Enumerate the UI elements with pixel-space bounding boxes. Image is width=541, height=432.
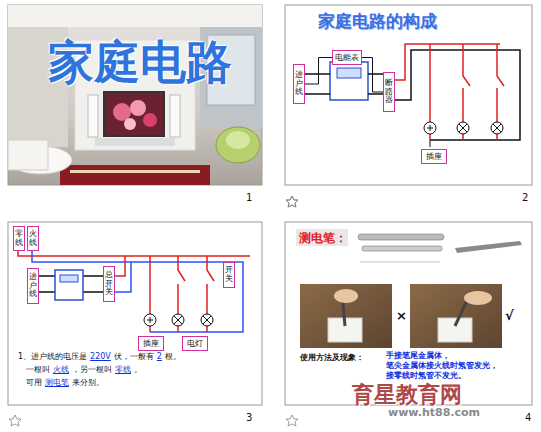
label-box-vertical: 总开关 — [103, 266, 115, 302]
answer-blank: 2 — [154, 352, 165, 361]
label-box-vertical: 零线 — [13, 226, 25, 251]
pen-heading: 测电笔： — [299, 230, 347, 247]
watermark: 育星教育网 — [352, 380, 462, 410]
label-box-vertical: 火线 — [27, 226, 39, 251]
question-line: 1、进户线的电压是220V伏，一般有2根。 — [18, 351, 181, 362]
wire-connector — [305, 58, 332, 85]
question-text: 可用 — [26, 378, 42, 387]
label-box-vertical: 开关 — [223, 262, 235, 288]
slide-title: 家庭电路 — [48, 32, 232, 94]
label-box: 电灯 — [182, 336, 208, 351]
question-text: 一根叫 — [26, 365, 50, 374]
label-box-vertical: 进户线 — [27, 268, 39, 304]
answer-blank: 火线 — [50, 365, 72, 374]
watermark-url: www.ht88.com — [388, 406, 480, 419]
slide-number: 2 — [522, 192, 528, 203]
question-text: ，另一根叫 — [72, 365, 112, 374]
box-text: 电灯 — [187, 338, 203, 349]
answer-blank: 220V — [87, 352, 114, 361]
label-box-vertical: 进户线 — [293, 64, 305, 104]
slide-number: 3 — [246, 412, 252, 423]
label-box: 插座 — [138, 336, 164, 351]
slide-number: 4 — [525, 412, 531, 423]
question-line: 可用测电笔来分别。 — [26, 377, 104, 388]
label-box-vertical: 断路器 — [383, 72, 395, 112]
question-text: 。 — [134, 365, 142, 374]
question-text: 1、进户线的电压是 — [18, 352, 87, 361]
question-line: 一根叫火线，另一根叫零线。 — [26, 364, 142, 375]
label-box: 插座 — [421, 149, 447, 164]
box-text: 零线 — [15, 230, 23, 248]
box-text: 插座 — [143, 338, 159, 349]
box-text: 断路器 — [385, 79, 393, 105]
box-text: 总开关 — [105, 271, 113, 297]
question-text: 伏，一般有 — [114, 352, 154, 361]
method-text: 手接笔尾金属体， — [386, 350, 450, 361]
box-text: 电能表 — [335, 52, 359, 63]
slide-title: 家庭电路的构成 — [318, 10, 437, 33]
box-text: 进户线 — [295, 71, 303, 97]
wrong-mark: × — [396, 308, 407, 323]
answer-blank: 零线 — [112, 365, 134, 374]
answer-blank: 测电笔 — [42, 378, 72, 387]
box-text: 插座 — [426, 151, 442, 162]
label-box: 电能表 — [332, 50, 362, 65]
right-mark: √ — [505, 308, 514, 323]
wire-connector — [362, 58, 383, 93]
slide-number: 1 — [246, 192, 252, 203]
method-heading: 使用方法及现象： — [300, 352, 364, 363]
box-text: 进户线 — [29, 273, 37, 299]
method-text: 笔尖金属体接火线时氖管发光， — [386, 360, 498, 371]
question-text: 来分别。 — [72, 378, 104, 387]
question-text: 根。 — [165, 352, 181, 361]
box-text: 开关 — [225, 266, 233, 284]
method-text: 接零线时氖管不发光。 — [386, 370, 466, 381]
box-text: 火线 — [29, 230, 37, 248]
